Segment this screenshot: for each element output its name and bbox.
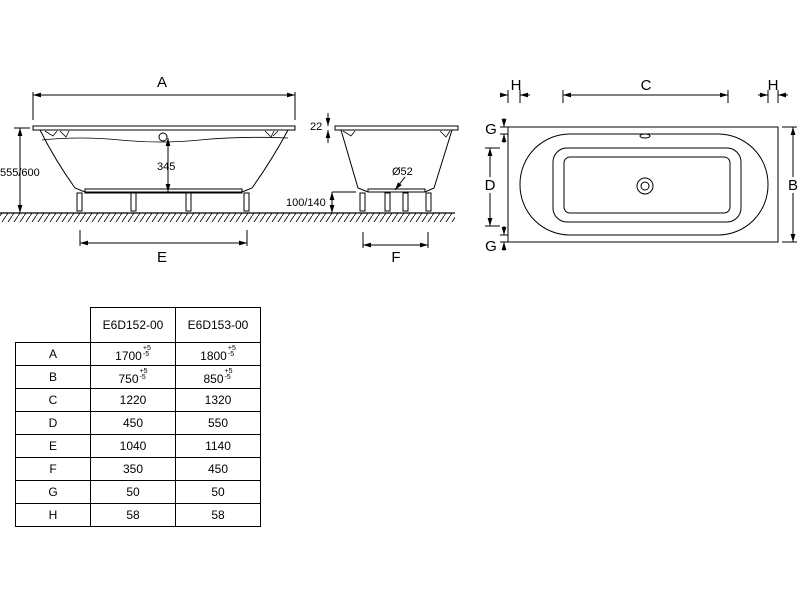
row-label: E: [15, 434, 91, 458]
row-value: 450: [90, 411, 176, 435]
row-label: A: [15, 342, 91, 366]
dim-b-label: B: [788, 177, 798, 194]
value-text: 1320: [204, 393, 232, 407]
dim-f-label: F: [391, 249, 400, 266]
row-value: 58: [175, 503, 261, 527]
table-row: E 1040 1140: [15, 434, 261, 458]
dim-a-label: A: [157, 74, 167, 91]
table-row: G 50 50: [15, 480, 261, 504]
row-value: 450: [175, 457, 261, 481]
value-text: 1040: [119, 439, 147, 453]
row-value: 50: [90, 480, 176, 504]
value-text: 1800: [200, 348, 227, 363]
side-view: [14, 92, 296, 246]
leg-height-label: 100/140: [286, 197, 326, 209]
dim-g-bottom-label: G: [485, 238, 497, 255]
value-text: 1700: [115, 348, 142, 363]
tolerance-minus: -5: [224, 373, 231, 381]
row-value: 50: [175, 480, 261, 504]
row-value: 350: [90, 457, 176, 481]
row-value: 1140: [175, 434, 261, 458]
table-row: C 1220 1320: [15, 388, 261, 412]
value-text: 450: [207, 462, 229, 476]
top-view: [485, 90, 797, 251]
row-value: 1040: [90, 434, 176, 458]
pipe-diameter-label: Ø52: [392, 166, 413, 178]
row-label: F: [15, 457, 91, 481]
value-text: 58: [211, 508, 225, 522]
table-header-row: E6D152-00 E6D153-00: [15, 307, 261, 343]
table-row: D 450 550: [15, 411, 261, 435]
dim-h-left-label: H: [511, 77, 522, 94]
column-header: E6D153-00: [175, 307, 261, 343]
row-label: B: [15, 365, 91, 389]
tolerance-minus: -5: [142, 350, 150, 358]
value-text: 50: [211, 485, 225, 499]
end-legs: [359, 192, 432, 212]
tolerance: +5-5: [139, 367, 148, 381]
row-label: G: [15, 480, 91, 504]
value-text: 350: [122, 462, 144, 476]
value-text: 1140: [205, 439, 231, 453]
row-label: H: [15, 503, 91, 527]
tolerance-plus: +5: [224, 367, 233, 375]
row-value: 850+5-5: [175, 365, 261, 389]
value-text: 850: [203, 371, 224, 386]
tolerance: +5-5: [227, 344, 236, 358]
tolerance-plus: +5: [227, 344, 236, 352]
value-text: 50: [126, 485, 140, 499]
floor-ground: [0, 212, 455, 222]
value-text: 750: [118, 371, 139, 386]
row-label: D: [15, 411, 91, 435]
row-value: 1320: [175, 388, 261, 412]
value-text: 58: [126, 508, 140, 522]
total-height-label: 555/600: [0, 167, 40, 179]
value-text: 450: [122, 416, 144, 430]
value-text: 1220: [119, 393, 147, 407]
dim-g-top-label: G: [485, 121, 497, 138]
dim-h-right-label: H: [768, 77, 779, 94]
dim-c-label: C: [641, 77, 652, 94]
row-label: C: [15, 388, 91, 412]
column-header: E6D152-00: [90, 307, 176, 343]
tolerance-minus: -5: [227, 350, 235, 358]
rim-thickness-label: 22: [310, 121, 322, 133]
tolerance-plus: +5: [139, 367, 148, 375]
row-value: 550: [175, 411, 261, 435]
depth-label: 345: [157, 161, 175, 173]
dim-e-label: E: [157, 249, 167, 266]
row-value: 58: [90, 503, 176, 527]
end-view: [325, 113, 459, 248]
row-value: 750+5-5: [90, 365, 176, 389]
dim-d-label: D: [485, 177, 496, 194]
row-value: 1220: [90, 388, 176, 412]
bathtub-legs: [76, 192, 250, 212]
table-row: H 58 58: [15, 503, 261, 527]
tolerance: +5-5: [142, 344, 151, 358]
row-value: 1800+5-5: [175, 342, 261, 366]
table-row: F 350 450: [15, 457, 261, 481]
tolerance-minus: -5: [139, 373, 146, 381]
row-value: 1700+5-5: [90, 342, 176, 366]
tolerance-plus: +5: [142, 344, 151, 352]
value-text: 550: [207, 416, 229, 430]
tolerance: +5-5: [224, 367, 233, 381]
